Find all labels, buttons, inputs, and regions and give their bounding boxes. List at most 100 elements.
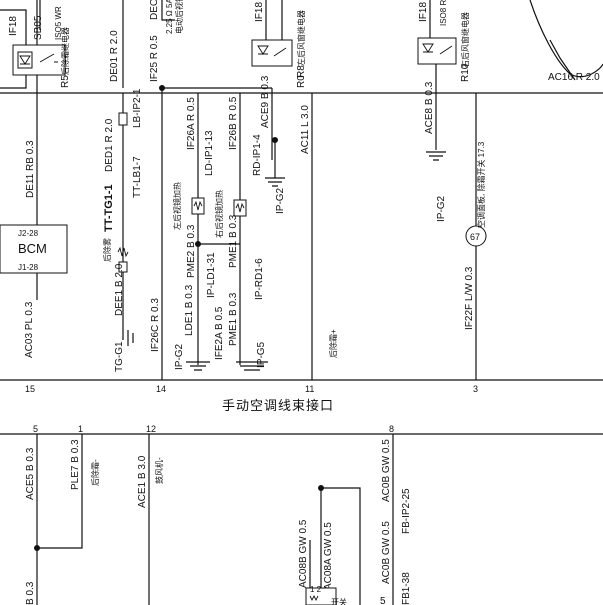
wire-label: R0 [296, 75, 307, 88]
relay-switch-icon [439, 45, 453, 55]
relay-switch-icon [273, 47, 287, 57]
wire-label: AC16 R 2.0 [548, 72, 600, 83]
wire-label: DEE1 B 2.0 [114, 263, 125, 316]
wire-label: PME1 B 0.3 [228, 292, 239, 346]
connector-title: 手动空调线束接口 [222, 398, 334, 414]
connector-pin: J2-28 [18, 229, 39, 238]
right-boundary-curve [529, 0, 603, 78]
wire-label: IFE2A B 0.5 [214, 306, 225, 360]
connector-label: IP-RD1-6 [254, 258, 265, 300]
mirror-heater-right [233, 199, 247, 217]
relay-description: 右后风窗继电器 [460, 12, 470, 68]
wire-label: IF25 R 0.5 [149, 35, 160, 82]
connector-label: IP-LD1-31 [206, 252, 217, 298]
relay-coil [17, 51, 33, 69]
wire-label: AC08B GW 0.5 [298, 519, 309, 588]
ground-label: IP-G5 [256, 341, 267, 368]
resistor-icon [117, 246, 129, 258]
ground-label: IP-G2 [436, 195, 447, 222]
page-reference-text: 空调面板, 除霜开关 17.3 [476, 141, 486, 228]
switch-component [305, 587, 337, 605]
wire-label: ISO5 WR [54, 6, 63, 40]
wire-label: IF26B R 0.5 [228, 96, 239, 150]
switch-pins: 1 2 [310, 585, 322, 594]
relay-name: R8 [296, 65, 307, 78]
connector-label: TT-TG1-1 [103, 184, 115, 232]
relay-description: 后除霜继电器 [60, 27, 70, 75]
signal-label: 鼓风机- [154, 457, 164, 484]
connector-pin: J1-28 [18, 263, 39, 272]
wire [549, 39, 576, 81]
wire-label: ACE1 B 3.0 [137, 455, 148, 508]
wire-label: DEO [149, 0, 160, 20]
wire-label: DED1 R 2.0 [104, 118, 115, 172]
wire [161, 0, 175, 21]
resistor-icon [193, 200, 203, 211]
wire-label: IF22F L/W 0.3 [464, 266, 475, 330]
page-reference-number: 67 [470, 232, 480, 242]
switch-coil-icon [309, 594, 319, 602]
relay-diode-icon [257, 45, 269, 55]
wire-label: AC08A GW 0.5 [323, 522, 334, 590]
bcm-module [0, 224, 68, 274]
bcm-label: BCM [18, 241, 47, 256]
faint-label: 后除霜+ [328, 329, 338, 358]
relay-name: R5 [60, 75, 71, 88]
connector-label: TT-LB1-7 [132, 156, 143, 198]
relay-name: R10 [460, 63, 471, 82]
wire-label: AC11 L 3.0 [300, 105, 311, 154]
connector-pin: 14 [156, 384, 166, 394]
wire-label: IF18 [418, 2, 429, 22]
load-rating: 2.25 Ω 5A [165, 0, 174, 34]
heater-label: 右后视镜加热 [214, 190, 224, 238]
wire-label: AC03 PL 0.3 [24, 301, 35, 358]
heater-label: 左后视镜加热 [172, 182, 182, 230]
wire-label: PLE7 B 0.3 [70, 439, 81, 490]
ground-icon [186, 361, 210, 371]
relay-r8 [251, 39, 293, 67]
wire [37, 434, 83, 549]
connector-label: FB1-38 [401, 572, 412, 605]
relay-diode-icon [19, 55, 31, 65]
ground-label: IP-G2 [275, 187, 286, 214]
switch-label: 开关 [331, 597, 347, 605]
connector-label: RD-IP1-4 [252, 134, 263, 176]
ground-label: IP-G2 [174, 343, 185, 370]
wire-label: AC0B GW 0.5 [381, 521, 392, 584]
ground-icon [127, 330, 134, 346]
wire-label: DE01 R 2.0 [109, 30, 120, 82]
wire-label: IF18 [254, 2, 265, 22]
wire-label: DE11 RB 0.3 [25, 140, 36, 198]
signal-label: 后除霜- [90, 459, 100, 486]
load-description: 电动后视镜加热 [174, 0, 184, 34]
connector-pin: 11 [305, 384, 314, 394]
wire-label: SB05 [33, 15, 44, 40]
defogger-label: 后除雾 [102, 238, 112, 262]
connector-pin: 1 [78, 424, 83, 434]
connector-pin: 5 [33, 424, 38, 434]
connector-pin: 8 [389, 424, 394, 434]
wire-label: 5 [380, 596, 386, 605]
wire-label: ACE5 B 0.3 [25, 447, 36, 500]
wire-label: IF18 [8, 16, 19, 36]
relay-r10 [417, 37, 457, 65]
resistor-icon [235, 202, 245, 213]
wire-label: AC0B GW 0.5 [381, 439, 392, 502]
connector-pin: 15 [25, 384, 35, 394]
relay-diode-icon [422, 43, 434, 53]
wire-label: PME1 B 0.3 [228, 214, 239, 268]
wire-label: B 0.3 [25, 581, 36, 605]
connector-block [118, 112, 128, 126]
connector-pin: 3 [473, 384, 478, 394]
mirror-heater-left [191, 197, 205, 215]
ground-icon [265, 177, 285, 187]
wire-label: IF26A R 0.5 [186, 97, 197, 150]
ground-label: TG-G1 [114, 341, 125, 372]
wire-label: ACE8 B 0.3 [424, 81, 435, 134]
connector-pin: 12 [146, 424, 156, 434]
ground-icon [426, 151, 446, 161]
wire-label: ACE9 B 0.3 [260, 75, 271, 128]
connector-label: FB-IP2-25 [401, 488, 412, 534]
relay-r5 [12, 44, 66, 76]
